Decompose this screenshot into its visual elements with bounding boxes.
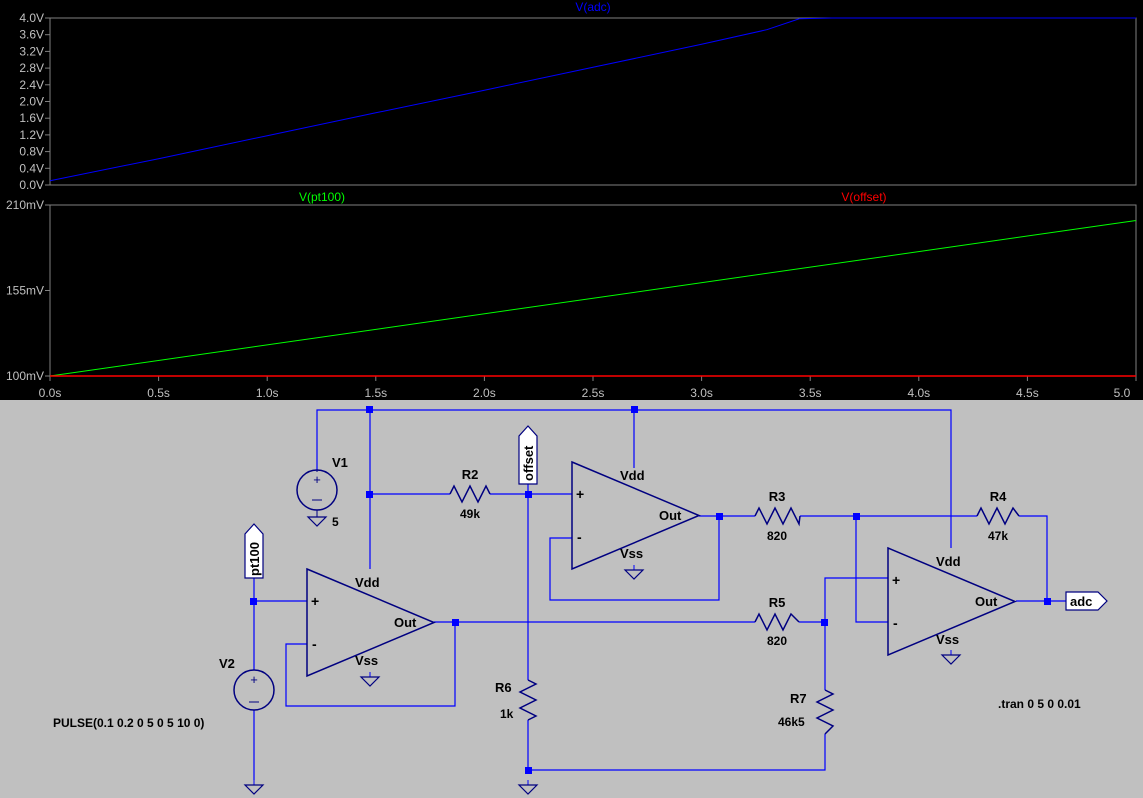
resistor-r5[interactable]: R5 820 (754, 595, 800, 648)
trace-pt100 (49, 220, 1137, 377)
resistor-r2[interactable]: R2 49k (449, 467, 491, 521)
y-tick-label: 1.6V (19, 111, 44, 125)
trace-label-pt100[interactable]: V(pt100) (299, 190, 345, 204)
wires (253, 409, 1066, 780)
y-tick-label: 100mV (6, 369, 44, 383)
plot-area-bottom (49, 204, 1137, 377)
net-label-pt100[interactable]: pt100 (244, 523, 264, 579)
x-tick-label: 0.0s (39, 386, 62, 400)
v1-value: 5 (332, 515, 339, 529)
opamp-plus-label: + (576, 486, 584, 502)
y-tick-label: 2.0V (19, 95, 44, 109)
r5-name: R5 (769, 595, 786, 610)
net-label-adc[interactable]: adc (1065, 591, 1108, 611)
spice-directive[interactable]: .tran 0 5 0 0.01 (998, 697, 1081, 711)
opamp-body (887, 546, 1017, 657)
v2-name: V2 (219, 656, 235, 671)
y-tick-label: 2.4V (19, 78, 44, 92)
y-ticks-top: 4.0V 3.6V 3.2V 2.8V 2.4V 2.0V 1.6V 1.2V 0.8V 0.4V… (19, 11, 50, 192)
waveform-viewer[interactable]: V(adc) 4.0V 3.6V 3.2V 2.8V 2.4V 2.0V 1.6V 1.2V 0… (0, 0, 1143, 400)
opamp-plus-label: + (311, 593, 319, 609)
net-label-offset-text: offset (521, 445, 536, 481)
r3-name: R3 (769, 489, 786, 504)
r4-name: R4 (990, 489, 1007, 504)
opamp-minus-label: - (312, 636, 317, 652)
resistor-r6[interactable]: R6 1k (495, 679, 538, 721)
x-tick-label: 3.5s (799, 386, 822, 400)
opamp-out-label: Out (394, 615, 417, 630)
r4-value: 47k (988, 529, 1008, 543)
opamp-minus-label: - (893, 615, 898, 631)
svg-text:+: + (250, 672, 258, 687)
y-ticks-bottom: 210mV 155mV 100mV (6, 198, 50, 383)
opamp-minus-label: - (577, 529, 582, 545)
opamp-out-label: Out (659, 508, 682, 523)
y-tick-label: 4.0V (19, 11, 44, 25)
r2-value: 49k (460, 507, 480, 521)
plot-pane-top[interactable]: V(adc) 4.0V 3.6V 3.2V 2.8V 2.4V 2.0V 1.6V 1.2V 0… (19, 0, 1137, 192)
net-label-offset[interactable]: offset (518, 425, 538, 485)
x-ticks: 0.0s 0.5s 1.0s 1.5s 2.0s 2.5s 3.0s 3.5s 4.0s 4.5s… (39, 376, 1137, 400)
junctions (250, 406, 1051, 774)
r5-value: 820 (767, 634, 787, 648)
ground-symbols[interactable] (244, 511, 961, 795)
x-tick-label: 0.5s (147, 386, 170, 400)
voltage-source-v1[interactable]: + V1 5 (296, 455, 348, 529)
r7-name: R7 (790, 691, 807, 706)
opamp-vss-label: Vss (620, 546, 643, 561)
r7-value: 46k5 (778, 715, 805, 729)
y-tick-label: 0.8V (19, 145, 44, 159)
schematic-editor[interactable]: + V1 5 + V2 PULSE(0.1 0.2 0 5 0 5 10 0) … (0, 400, 1143, 798)
r6-value: 1k (500, 707, 514, 721)
x-tick-label: 2.5s (582, 386, 605, 400)
svg-text:+: + (313, 472, 321, 487)
resistor-r7[interactable]: R7 46k5 (778, 689, 835, 735)
r2-name: R2 (462, 467, 479, 482)
resistor-r3[interactable]: R3 820 (754, 489, 801, 543)
y-tick-label: 2.8V (19, 61, 44, 75)
y-tick-label: 3.2V (19, 44, 44, 58)
x-tick-label: 2.0s (473, 386, 496, 400)
y-tick-label: 155mV (6, 284, 44, 298)
opamp-plus-label: + (892, 572, 900, 588)
y-tick-label: 0.4V (19, 161, 44, 175)
x-tick-label: 1.5s (364, 386, 387, 400)
opamp-vss-label: Vss (936, 632, 959, 647)
opamp-vdd-label: Vdd (936, 554, 961, 569)
voltage-source-v2[interactable]: + V2 PULSE(0.1 0.2 0 5 0 5 10 0) (53, 656, 275, 730)
x-tick-label: 5.0 (1114, 386, 1131, 400)
opamp-body (571, 460, 701, 571)
opamp-out-label: Out (975, 594, 998, 609)
y-tick-label: 210mV (6, 198, 44, 212)
x-tick-label: 3.0s (690, 386, 713, 400)
opamp-vdd-label: Vdd (620, 468, 645, 483)
trace-label-offset[interactable]: V(offset) (841, 190, 886, 204)
x-tick-label: 1.0s (256, 386, 279, 400)
net-label-pt100-text: pt100 (247, 542, 262, 576)
v2-value: PULSE(0.1 0.2 0 5 0 5 10 0) (53, 716, 204, 730)
plot-area-top (49, 17, 1137, 186)
y-tick-label: 3.6V (19, 28, 44, 42)
y-tick-label: 0.0V (19, 178, 44, 192)
net-label-adc-text: adc (1070, 594, 1092, 609)
opamp-vss-label: Vss (355, 653, 378, 668)
v1-name: V1 (332, 455, 348, 470)
opamp-vdd-label: Vdd (355, 575, 380, 590)
x-tick-label: 4.0s (907, 386, 930, 400)
trace-adc (49, 17, 1136, 182)
trace-label-adc[interactable]: V(adc) (575, 0, 610, 14)
opamp-body (306, 567, 436, 678)
r3-value: 820 (767, 529, 787, 543)
x-tick-label: 4.5s (1016, 386, 1039, 400)
resistor-r4[interactable]: R4 47k (976, 489, 1020, 543)
y-tick-label: 1.2V (19, 128, 44, 142)
r6-name: R6 (495, 680, 512, 695)
